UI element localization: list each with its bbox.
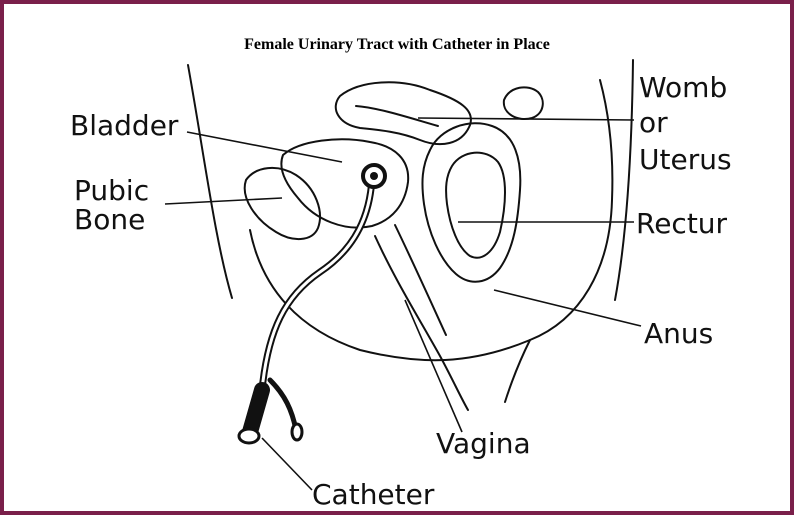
anus-pointer	[494, 290, 641, 326]
label-womb: Womb	[639, 74, 727, 102]
label-catheter: Catheter	[312, 481, 434, 509]
uterus-outline	[336, 82, 471, 144]
vagina-pointer	[405, 300, 462, 432]
bladder-outline	[281, 139, 408, 227]
label-pubic: Pubic	[74, 177, 149, 205]
label-rectum: Rectur	[636, 210, 727, 238]
label-or: or	[639, 109, 668, 137]
rectum-inner	[446, 153, 505, 258]
vagina-canal	[375, 236, 468, 410]
pelvic-floor-outline	[250, 80, 612, 360]
vagina-wall	[395, 225, 446, 335]
label-vagina: Vagina	[436, 430, 531, 458]
catheter-end	[239, 429, 259, 443]
body-outline-left	[188, 65, 232, 298]
ovary	[504, 87, 543, 119]
catheter-pointer	[262, 438, 312, 490]
uterus-inner	[356, 106, 438, 126]
label-anus: Anus	[644, 320, 713, 348]
back-outline	[615, 60, 633, 300]
catheter-tube	[250, 178, 372, 432]
label-bone: Bone	[74, 206, 145, 234]
catheter-valve	[292, 424, 302, 440]
womb-pointer	[418, 118, 634, 120]
label-uterus: Uterus	[639, 146, 732, 174]
pubic-bone	[245, 168, 320, 239]
bladder-pointer	[187, 132, 342, 162]
perineum-outline	[505, 340, 530, 402]
label-bladder: Bladder	[70, 112, 178, 140]
pubic-bone-pointer	[165, 198, 282, 204]
rectum-outline	[422, 123, 520, 281]
